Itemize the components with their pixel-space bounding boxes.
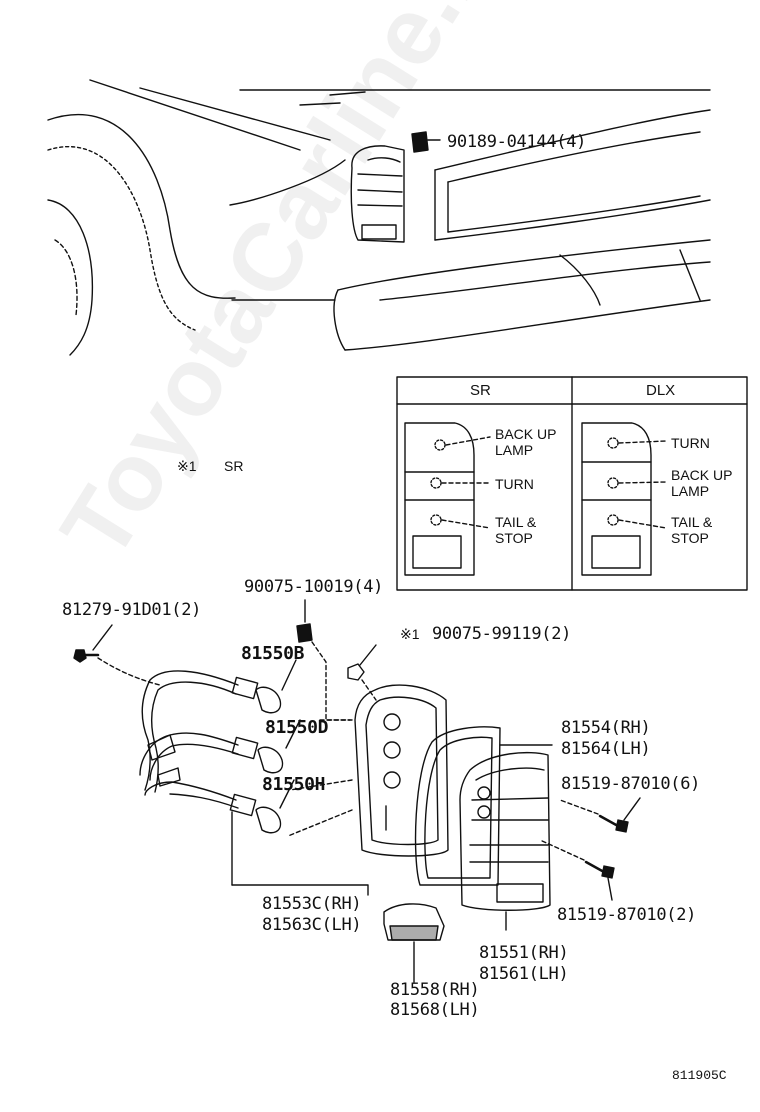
legend-dlx-middle: BACK UP LAMP [671, 467, 733, 499]
exploded-parts [73, 599, 641, 983]
lens-screws [539, 797, 641, 901]
part-label-screw-upper: 81519-87010(6) [561, 774, 701, 794]
nut [347, 644, 377, 701]
legend-header-sr: SR [470, 382, 491, 399]
part-label-screw-top: 90075-10019(4) [244, 577, 384, 597]
part-label-lens-rh: 81551(RH) [479, 943, 569, 963]
diagram-reference-code: 811905C [672, 1068, 727, 1083]
legend-sr-middle: TURN [495, 476, 534, 492]
gasket [414, 726, 553, 886]
part-label-clip-top: 90189-04144(4) [447, 132, 587, 152]
part-label-screw-left: 81279-91D01(2) [62, 600, 202, 620]
lamp-housing [287, 684, 449, 857]
bulbs [255, 659, 301, 834]
part-label-bulb-b: 81550B [241, 643, 305, 664]
note-text: SR [224, 458, 244, 474]
legend-table [396, 376, 748, 591]
part-label-nut-mark: ※1 [400, 626, 420, 642]
part-label-gasket-rh: 81554(RH) [561, 718, 651, 738]
lens [459, 751, 551, 931]
part-label-reflector-rh: 81558(RH) [390, 980, 480, 1000]
part-label-reflector-lh: 81568(LH) [390, 1000, 480, 1020]
wiring-harness [139, 670, 259, 817]
part-label-screw-lower: 81519-87010(2) [557, 905, 697, 925]
part-label-gasket-lh: 81564(LH) [561, 739, 651, 759]
part-label-nut: 90075-99119(2) [432, 624, 572, 644]
reflector [383, 903, 445, 983]
part-label-socket-lh: 81563C(LH) [262, 915, 362, 935]
part-label-lens-lh: 81561(LH) [479, 964, 569, 984]
screw-top-clip [296, 599, 351, 721]
legend-header-dlx: DLX [646, 382, 676, 399]
part-label-socket-rh: 81553C(RH) [262, 894, 362, 914]
legend-dlx-bottom: TAIL & STOP [671, 514, 713, 546]
legend-sr-bottom: TAIL & STOP [495, 514, 537, 546]
screw-left [73, 624, 161, 686]
part-label-bulb-d: 81550D [265, 717, 329, 738]
note-mark: ※1 [177, 458, 197, 474]
legend-dlx-top: TURN [671, 435, 710, 451]
vehicle-rear-illustration [47, 79, 711, 356]
part-label-bulb-h: 81550H [262, 774, 326, 795]
legend-sr-top: BACK UP LAMP [495, 426, 557, 458]
